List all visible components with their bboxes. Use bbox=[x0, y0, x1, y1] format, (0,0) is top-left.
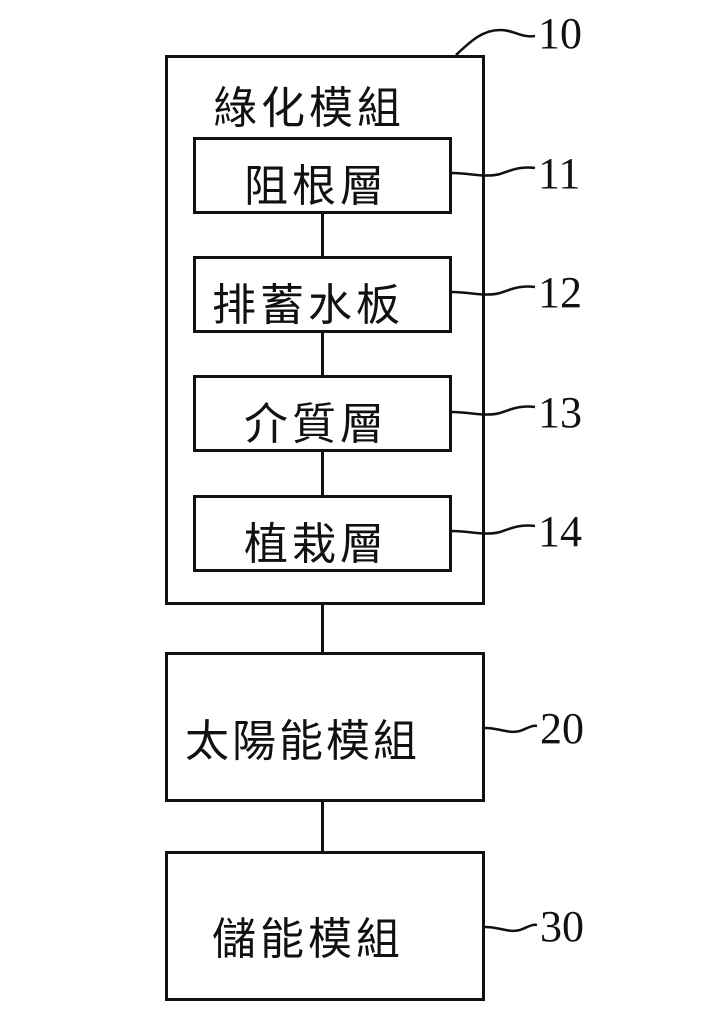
ref-label-12: 12 bbox=[538, 268, 582, 317]
leader-line-20 bbox=[484, 724, 538, 734]
layer-label-medium: 介質層 bbox=[244, 399, 388, 450]
layer-box-root-barrier bbox=[193, 137, 452, 214]
solar-module-label: 太陽能模組 bbox=[185, 716, 420, 767]
layer-label-drainage-board: 排蓄水板 bbox=[212, 280, 404, 331]
ref-label-13: 13 bbox=[538, 388, 582, 437]
connector-12-13 bbox=[321, 333, 324, 375]
connector-11-12 bbox=[321, 214, 324, 256]
connector-20-30 bbox=[321, 802, 324, 852]
leader-line-12 bbox=[451, 285, 536, 296]
solar-module-box bbox=[165, 652, 485, 802]
storage-module-box bbox=[165, 851, 485, 1001]
ref-label-10: 10 bbox=[538, 9, 582, 58]
ref-label-14: 14 bbox=[538, 507, 582, 556]
storage-module-label: 儲能模組 bbox=[212, 914, 404, 965]
leader-line-10 bbox=[455, 28, 536, 56]
leader-line-14 bbox=[451, 524, 536, 535]
leader-line-13 bbox=[451, 405, 536, 416]
green-module-title: 綠化模組 bbox=[213, 83, 405, 134]
layer-box-drainage-board bbox=[193, 256, 452, 333]
layer-label-root-barrier: 阻根層 bbox=[244, 161, 388, 212]
leader-line-11 bbox=[451, 166, 536, 177]
connector-13-14 bbox=[321, 452, 324, 495]
ref-label-20: 20 bbox=[540, 704, 584, 753]
leader-line-30 bbox=[484, 923, 538, 933]
ref-label-11: 11 bbox=[538, 149, 581, 198]
connector-10-20 bbox=[321, 605, 324, 653]
layer-box-planting bbox=[193, 495, 452, 572]
layer-label-planting: 植栽層 bbox=[244, 519, 388, 570]
layer-box-medium bbox=[193, 375, 452, 452]
ref-label-30: 30 bbox=[540, 902, 584, 951]
